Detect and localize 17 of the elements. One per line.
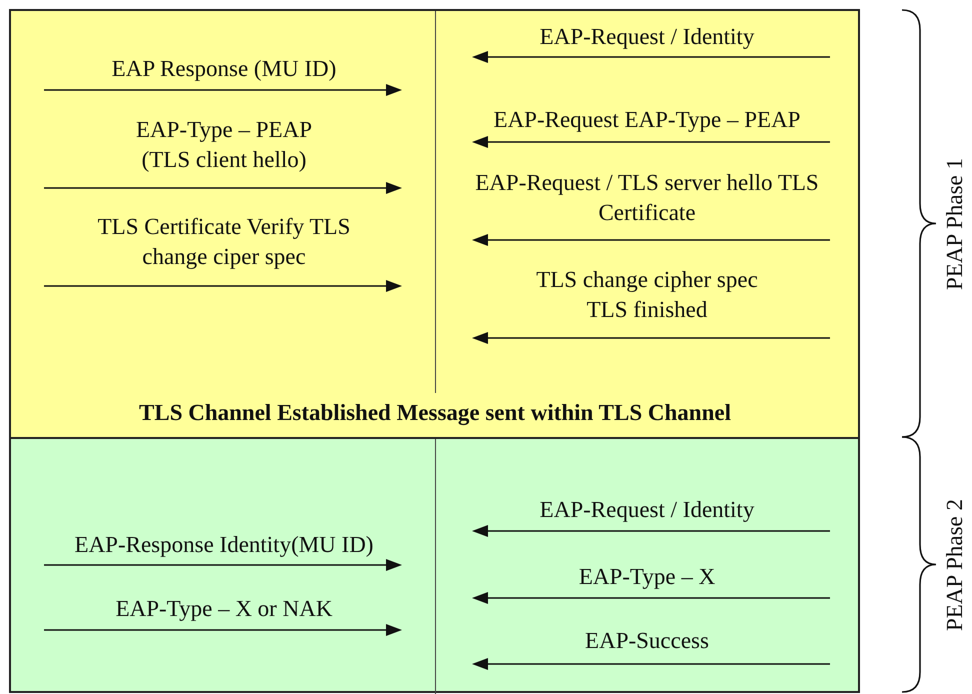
- phase-panel: [9, 9, 860, 439]
- message-label: EAP-Request / Identity: [540, 23, 754, 51]
- message-label: EAP-Response Identity(MU ID): [74, 531, 374, 559]
- message-label: EAP-Type – X or NAK: [116, 595, 332, 623]
- message-label: TLS Certificate Verify TLS change ciper spec: [96, 213, 352, 271]
- message-label: EAP-Request EAP-Type – PEAP: [494, 106, 800, 134]
- message-label: EAP-Success: [585, 627, 709, 655]
- phase-label: PEAP Phase 1: [942, 157, 968, 290]
- message-label: TLS change cipher spec TLS finished: [535, 266, 759, 324]
- channel-note: TLS Channel Established Message sent within TLS Channel: [139, 399, 731, 428]
- phase-label: PEAP Phase 2: [942, 498, 968, 631]
- message-label: EAP-Request / TLS server hello TLS Certificate: [474, 169, 820, 227]
- message-label: EAP-Type – X: [578, 563, 716, 591]
- message-label: EAP Response (MU ID): [112, 55, 336, 83]
- message-label: EAP-Request / Identity: [540, 496, 754, 524]
- message-label: EAP-Type – PEAP (TLS client hello): [134, 116, 313, 174]
- phase-panel: [9, 437, 860, 693]
